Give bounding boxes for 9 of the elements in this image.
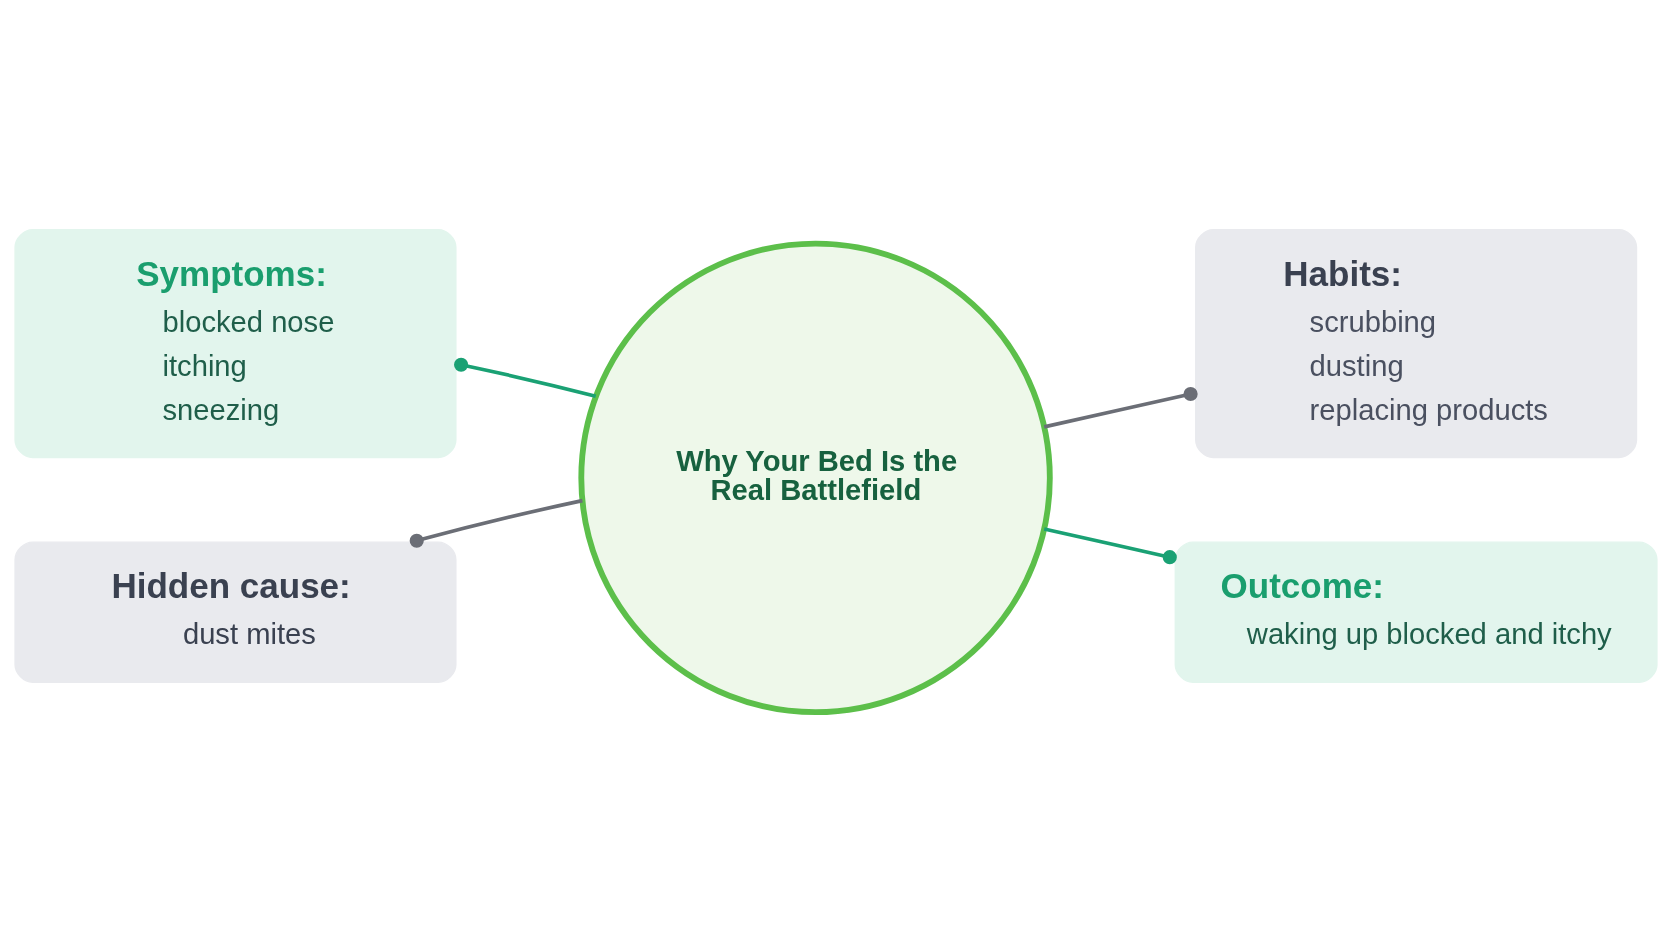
connector (409, 498, 583, 548)
node-box: Symptoms: blocked nose itching sneezing (14, 228, 457, 458)
node-box: Outcome: waking up blocked and itchy (1174, 540, 1658, 683)
node-box: Habits: scrubbing dusting replacing products (1195, 228, 1638, 458)
node-box: Hidden cause: dust mites (14, 540, 457, 683)
connector (454, 357, 597, 398)
node-circle: Why Your Bed Is the Real Battlefield (578, 240, 1053, 715)
connector (1043, 386, 1198, 429)
connector (1043, 526, 1177, 564)
